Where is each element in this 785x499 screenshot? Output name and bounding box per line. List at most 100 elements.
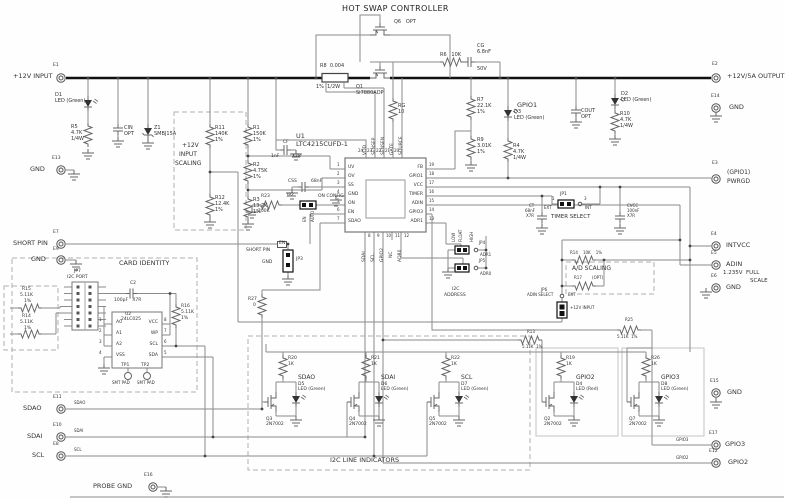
u2-pin-a2: A2 xyxy=(116,342,122,347)
cap-cout xyxy=(570,105,582,118)
r1-ref: R1 xyxy=(253,125,260,131)
r9-val: 3.01K xyxy=(477,143,492,149)
resistor-r3 xyxy=(243,195,253,221)
terminal-e3-ref: E3 xyxy=(712,161,718,166)
terminal-e16-ref: E16 xyxy=(144,473,153,478)
terminal-e5-ref: E5 xyxy=(711,251,717,256)
jumper-jp2 xyxy=(299,200,317,210)
u1-pin-gpio3: GPIO3 xyxy=(409,210,423,215)
r8-ref: R8 0.004 xyxy=(320,63,345,69)
ad-scaling-box xyxy=(565,261,655,295)
r3-tol: 1% xyxy=(253,209,261,215)
cf-mat: X7R xyxy=(292,154,302,159)
resistor-r21 xyxy=(361,354,371,380)
jp4-net: ADR1 xyxy=(480,252,492,257)
cvcc-mat: X7R xyxy=(627,213,636,218)
jp5-ref: JP5 xyxy=(479,258,486,263)
u1-pin-ss: SS xyxy=(348,183,354,188)
r5-ref: R5 xyxy=(71,124,78,130)
q1-val: Si7880ADP xyxy=(356,90,384,96)
r12-val: 12.4K xyxy=(215,201,230,207)
resistor-rg xyxy=(388,97,398,123)
u2-pin-scl: SCL xyxy=(149,342,158,347)
q5-val: 2N7002 xyxy=(429,422,447,427)
r20-ref: R20 xyxy=(288,356,297,361)
u2-num-6: 6 xyxy=(164,339,167,344)
led-d8 xyxy=(654,391,670,408)
r25-val: 5.11K 1% xyxy=(617,334,638,339)
d5-val: LED (Green) xyxy=(298,387,326,392)
u2-pin-wp: WP xyxy=(150,331,158,336)
terminal-e4-ref: E4 xyxy=(711,232,717,237)
terminal-e12-ref: E12 xyxy=(709,449,718,454)
jp1-pos-ext: EXT xyxy=(544,205,552,210)
sense-resistor-r8 xyxy=(321,72,349,83)
terminal-e1 xyxy=(56,73,66,83)
r14b-ref: R14 xyxy=(22,314,31,319)
u2-num-8: 8 xyxy=(164,317,167,322)
u1-num-22: 22 xyxy=(376,148,382,153)
resistor-r1 xyxy=(243,123,253,149)
u2-pin-a0: A0 xyxy=(116,320,122,325)
r19-val: 1K xyxy=(566,362,572,367)
resistor-r16 xyxy=(171,303,181,329)
terminal-e8 xyxy=(56,451,66,461)
page-title: HOT SWAP CONTROLLER xyxy=(342,4,449,13)
jp2-name: ON CONFIG xyxy=(318,194,344,199)
terminal-e5 xyxy=(711,260,721,270)
u2-num-3: 3 xyxy=(99,339,102,344)
r22-ref: R22 xyxy=(451,356,460,361)
jp1-pos-int: INT xyxy=(585,205,592,210)
q3-ref: Q3 xyxy=(266,417,273,422)
terminal-e14-ref: E14 xyxy=(711,94,720,99)
led-d7 xyxy=(454,391,470,408)
section-input-scaling-2: INPUT xyxy=(179,151,197,158)
net-sdao: SDAO xyxy=(74,400,86,405)
rg-ref: RG xyxy=(398,103,406,109)
q2-ref: Q2 xyxy=(544,417,551,422)
u1-pin-source: SOURCE xyxy=(399,136,404,155)
resistor-r4 xyxy=(503,137,513,163)
jp7-name: I2C PORT xyxy=(67,275,88,280)
cin-ref: CIN xyxy=(124,125,133,131)
adin-fullscale-2: SCALE xyxy=(750,278,768,284)
d4-val: LED (Red) xyxy=(576,387,599,392)
resistor-r5 xyxy=(83,122,93,148)
section-i2c-address-2: ADDRESS xyxy=(444,293,466,298)
terminal-e8-label: SCL xyxy=(32,451,45,459)
u1-num-2: 2 xyxy=(337,171,340,176)
jp4-pos-high: HIGH xyxy=(469,231,474,242)
d6-val: LED (Green) xyxy=(381,387,409,392)
u1-pin-sdao: SDAO xyxy=(348,219,361,224)
sdai-caption: SDAI xyxy=(381,374,396,381)
q7-val: 2N7002 xyxy=(629,422,647,427)
jumper-jp4 xyxy=(454,245,479,255)
u1-num-8: 8 xyxy=(368,233,371,238)
terminal-e2-ref: E2 xyxy=(712,62,718,67)
q6-ref: Q6 OPT xyxy=(394,19,416,25)
resistor-r27 xyxy=(257,293,267,319)
terminal-e13-label: GND xyxy=(30,165,45,173)
jp1-pin1: 1 xyxy=(552,196,555,201)
terminal-e1-ref: E1 xyxy=(53,63,59,68)
d8-ref: D8 xyxy=(661,382,668,387)
jp6-pos-ext: EXT xyxy=(568,292,576,297)
terminal-e3-label1: (GPIO1) xyxy=(727,169,751,176)
d8-val: LED (Green) xyxy=(661,387,689,392)
u2-pin-vss: VSS xyxy=(116,353,125,358)
terminal-e11-ref: E11 xyxy=(53,395,62,400)
r15-val: 5.11K xyxy=(20,293,33,298)
r15-ref: R15 xyxy=(22,287,31,292)
terminal-e3 xyxy=(711,174,721,184)
jp4-pos-low: LOW xyxy=(451,232,456,242)
r17-label: R17 (OPT) xyxy=(574,275,604,280)
jp2-pos-auto: AUTO xyxy=(310,210,315,222)
u1-num-15: 15 xyxy=(429,198,435,203)
u2-num-2: 2 xyxy=(99,328,102,333)
tp2-ref: TP2 xyxy=(141,363,150,368)
r1-val: 150K xyxy=(253,131,266,137)
r26-val: 1K xyxy=(651,362,657,367)
resistor-r22 xyxy=(441,354,451,380)
terminal-e13-ref: E13 xyxy=(52,156,61,161)
u1-num-14: 14 xyxy=(429,207,435,212)
